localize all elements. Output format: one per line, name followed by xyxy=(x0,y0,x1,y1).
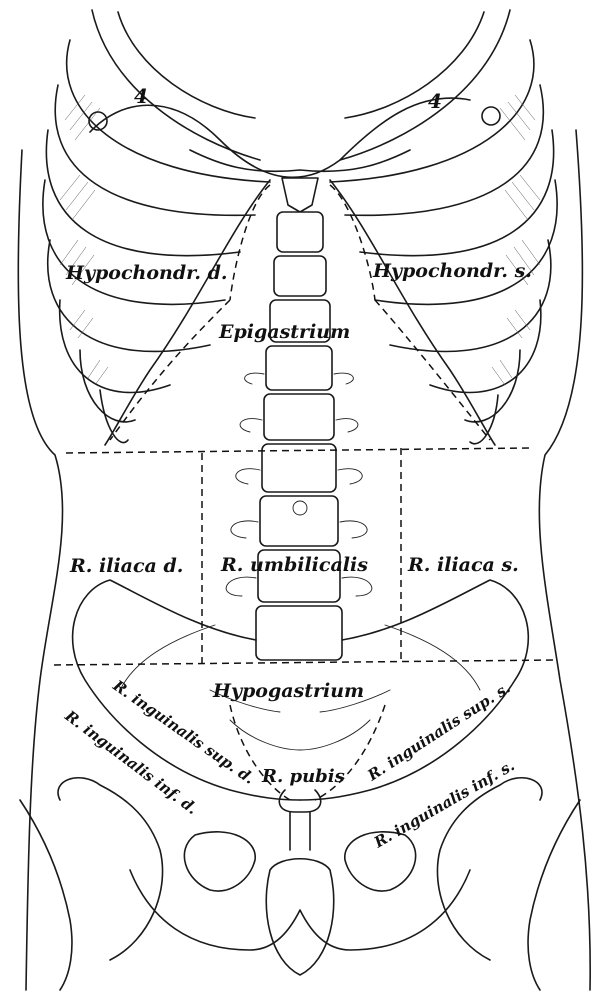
epigastric-boundary-right xyxy=(230,185,270,300)
costal-boundary-left xyxy=(375,300,490,440)
label-hypogastrium: Hypogastrium xyxy=(212,680,364,702)
epigastric-boundary-left xyxy=(330,185,375,300)
spine xyxy=(226,212,372,660)
label-hypochondr-s: Hypochondr. s. xyxy=(372,260,532,282)
right-rib-number: 4 xyxy=(428,89,442,113)
costal-boundary-right xyxy=(110,300,230,440)
label-pubis: R. pubis xyxy=(261,766,345,787)
label-hypochondr-d: Hypochondr. d. xyxy=(65,262,228,284)
right-rib-marker-circle xyxy=(482,107,500,125)
label-iliaca-s: R. iliaca s. xyxy=(407,554,519,576)
label-epigastrium: Epigastrium xyxy=(218,321,350,343)
label-umbilicalis: R. umbilicalis xyxy=(220,554,368,576)
left-rib-number: 4 xyxy=(134,84,148,108)
label-iliaca-d: R. iliaca d. xyxy=(69,555,183,577)
